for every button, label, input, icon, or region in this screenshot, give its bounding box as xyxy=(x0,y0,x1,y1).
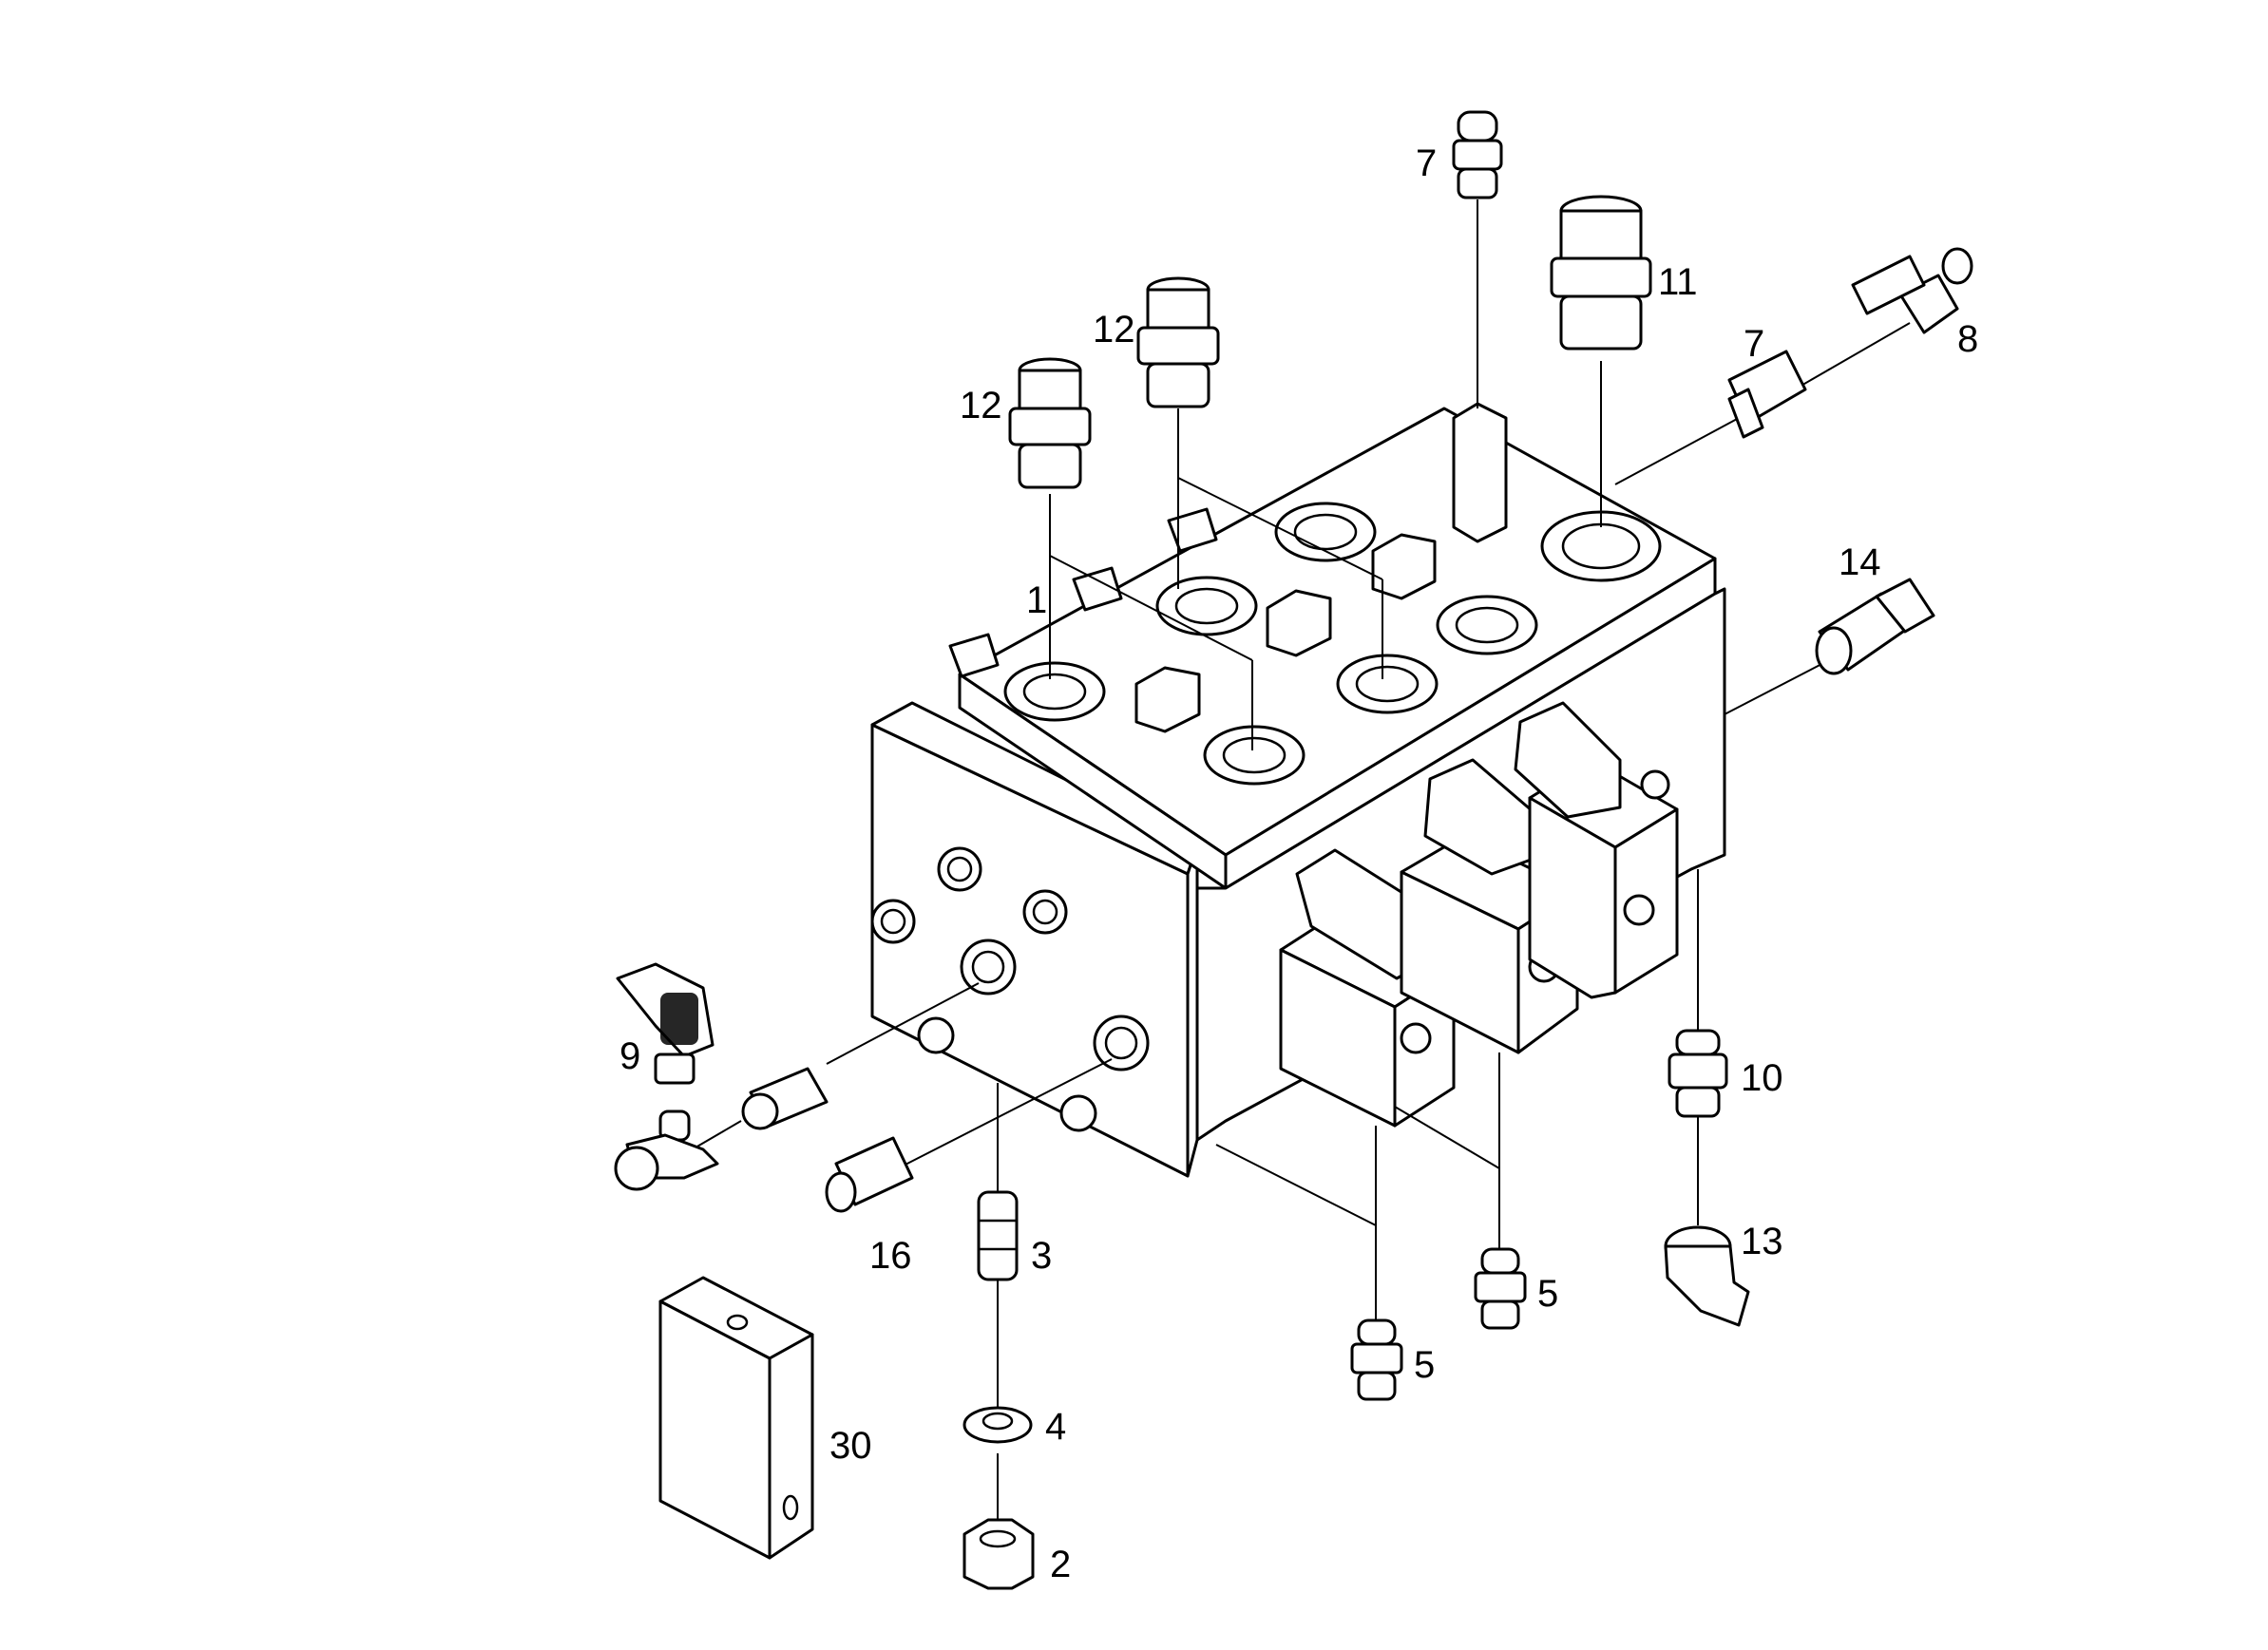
callout-14: 14 xyxy=(1839,541,1881,583)
washer-4 xyxy=(962,1406,1033,1444)
spacer-3 xyxy=(977,1190,1019,1281)
callout-10: 10 xyxy=(1741,1057,1783,1099)
fitting-5-right xyxy=(1474,1247,1527,1330)
callout-7-side: 7 xyxy=(1744,323,1764,365)
fitting-12-center xyxy=(1136,276,1220,408)
callout-5-left: 5 xyxy=(1414,1344,1435,1386)
callout-7-top: 7 xyxy=(1416,142,1437,184)
fitting-7-side xyxy=(1727,350,1807,439)
fitting-5-left xyxy=(1350,1318,1403,1401)
callout-8: 8 xyxy=(1957,318,1978,360)
callout-1: 1 xyxy=(1026,579,1047,621)
fitting-12-left xyxy=(1008,357,1092,489)
callout-16: 16 xyxy=(869,1235,912,1277)
nut-2 xyxy=(962,1518,1035,1590)
fitting-10 xyxy=(1668,1029,1728,1118)
callout-2: 2 xyxy=(1050,1544,1071,1585)
callout-30: 30 xyxy=(829,1425,872,1467)
callout-5-right: 5 xyxy=(1537,1273,1558,1315)
solenoid-valves xyxy=(1279,701,1679,1128)
fitting-11 xyxy=(1550,195,1652,351)
fitting-14 xyxy=(1815,578,1935,675)
block-30 xyxy=(658,1276,814,1560)
callout-9: 9 xyxy=(619,1035,640,1077)
callout-11: 11 xyxy=(1658,261,1698,303)
callout-12-left: 12 xyxy=(960,385,1002,427)
fitting-16 xyxy=(825,1136,914,1213)
leader-lines xyxy=(683,199,1911,1529)
elbow-13 xyxy=(1664,1225,1750,1327)
callout-labels: 7 11 12 12 7 8 1 14 9 10 13 16 3 5 5 4 3… xyxy=(619,142,1978,1585)
gauge-connector-9 xyxy=(614,962,829,1191)
callout-13: 13 xyxy=(1741,1221,1783,1262)
fitting-7-top xyxy=(1452,110,1503,199)
callout-12-center: 12 xyxy=(1093,309,1135,351)
tee-8 xyxy=(1851,247,1973,334)
callout-3: 3 xyxy=(1031,1235,1052,1277)
callout-4: 4 xyxy=(1045,1406,1066,1448)
